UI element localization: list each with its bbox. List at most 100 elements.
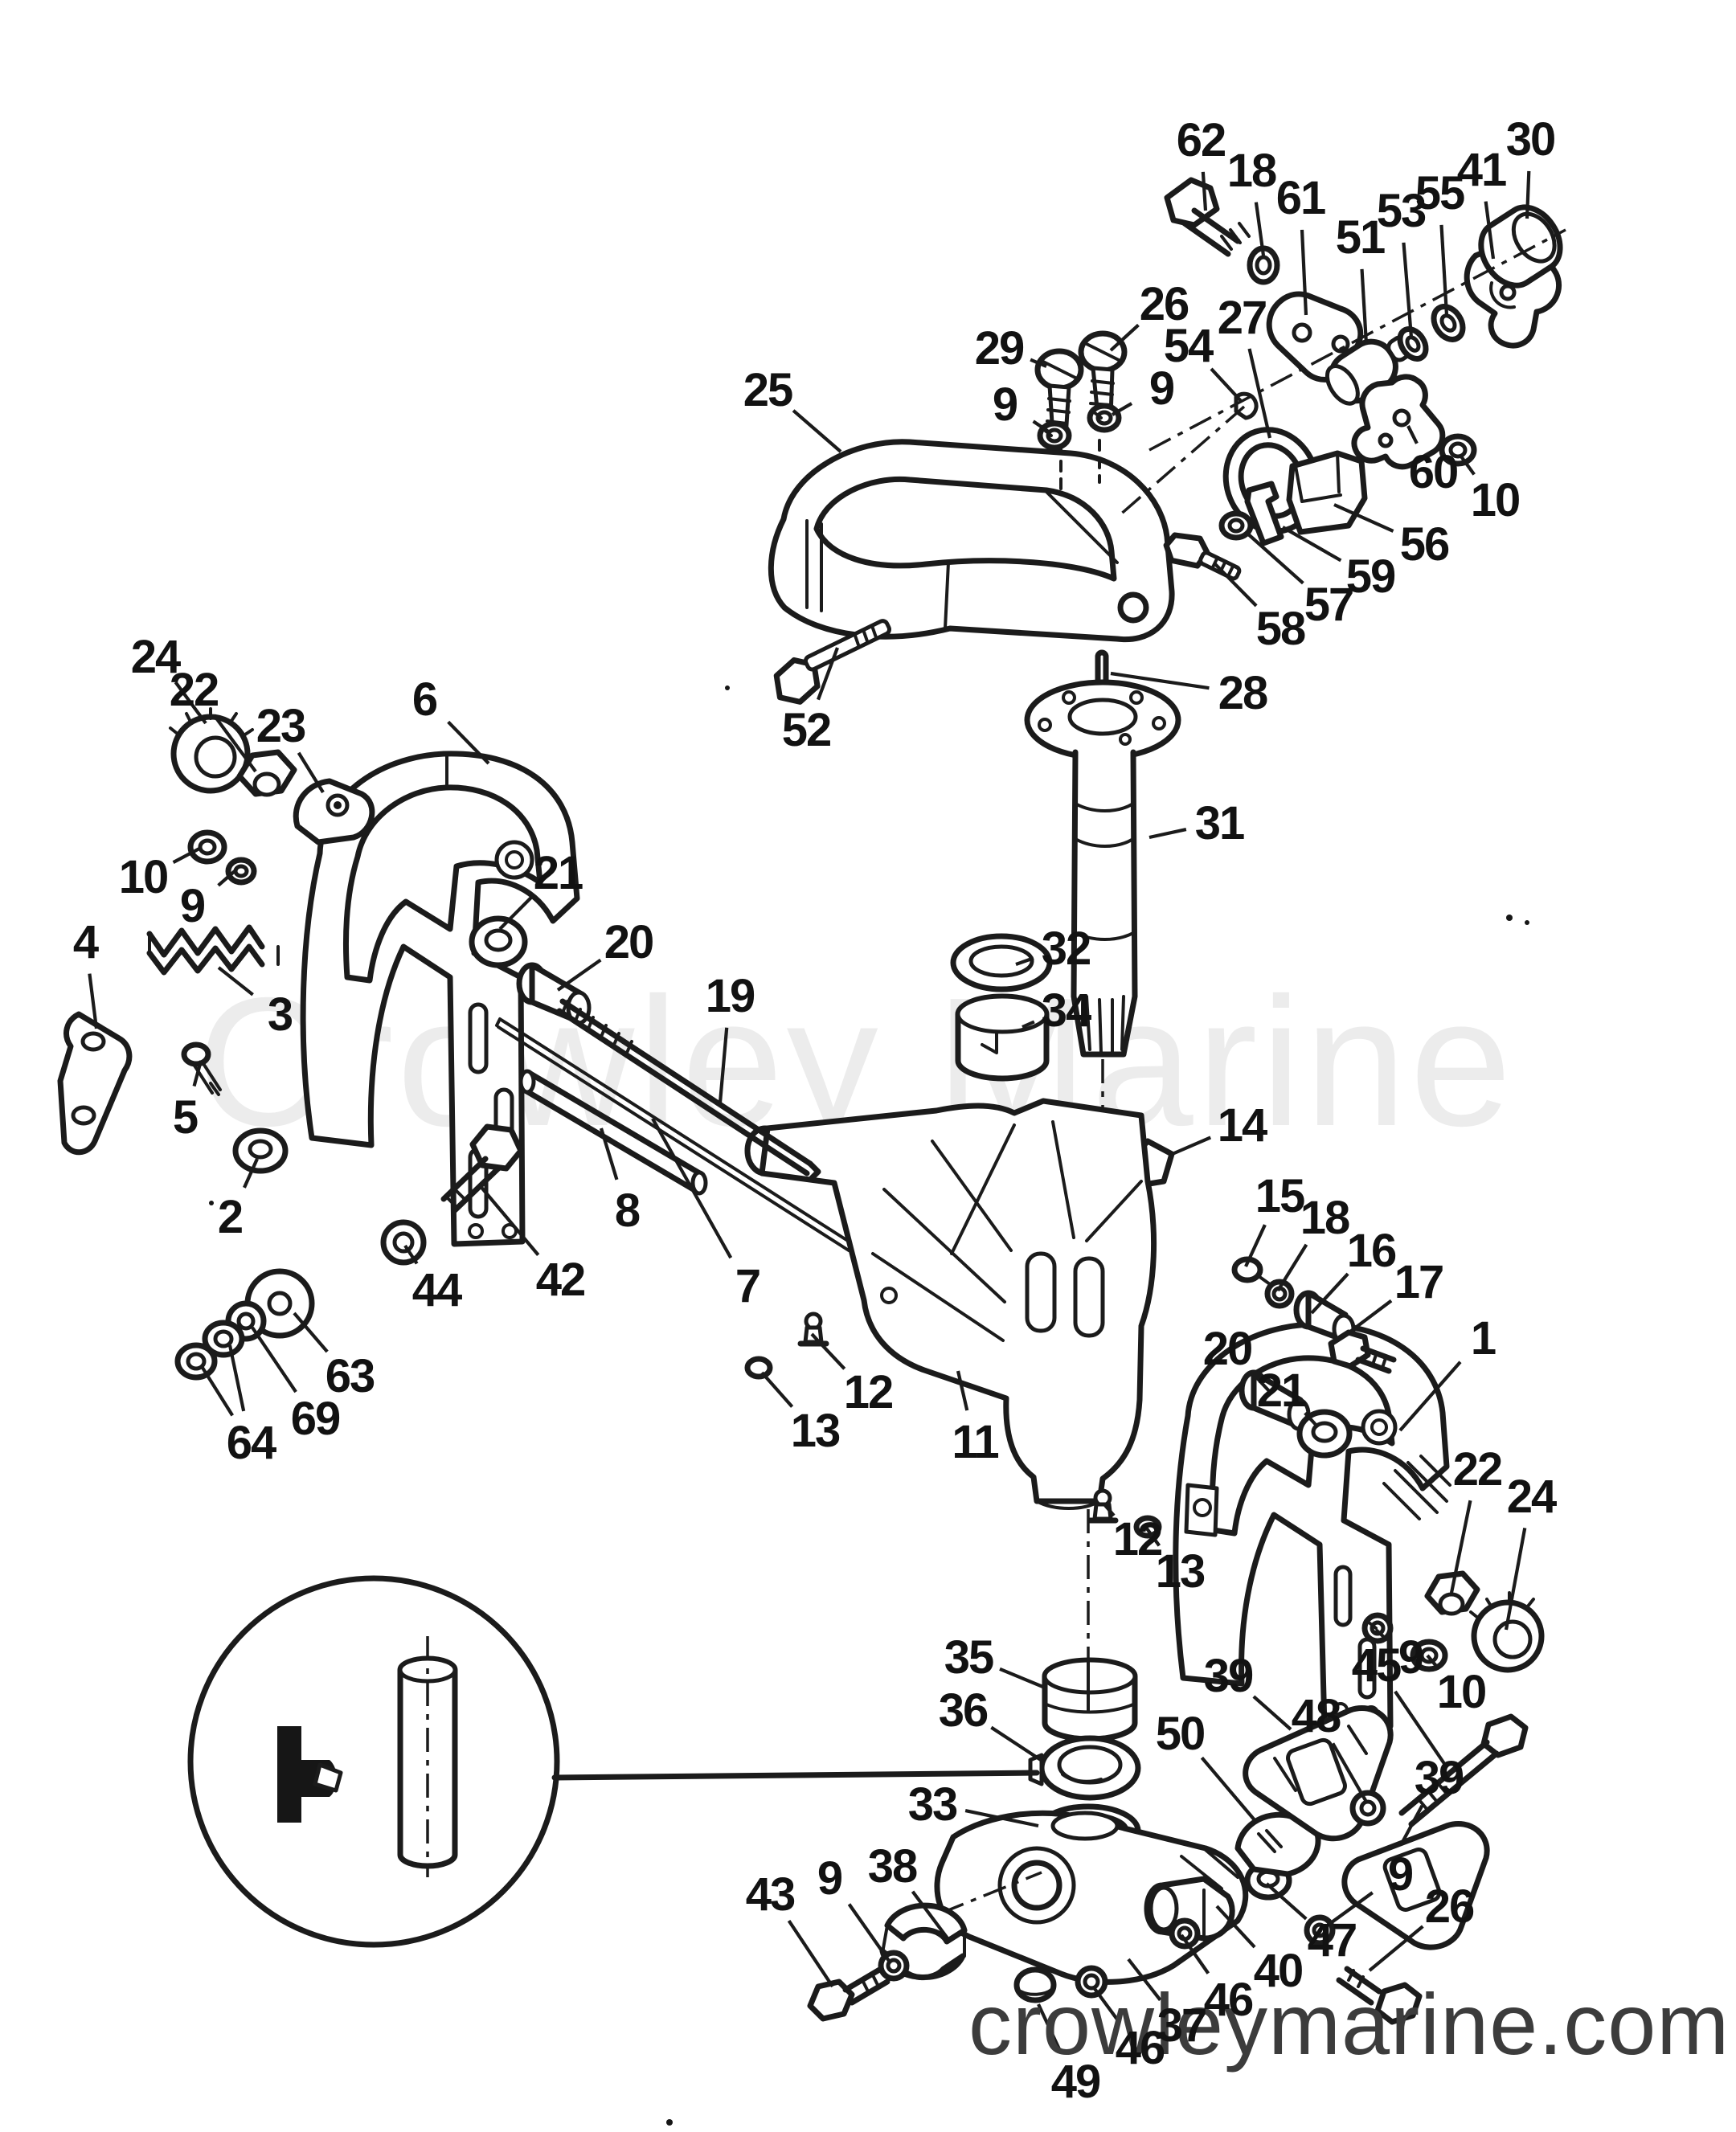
part-21-washer-left [469, 915, 528, 968]
part-46-washer-right [1169, 1917, 1201, 1950]
part-label-49: 49 [1051, 2056, 1100, 2108]
part-49-cap [1013, 1966, 1057, 2003]
leader-lines [88, 170, 1531, 2053]
leader-line-60 [1406, 425, 1419, 444]
part-label-60: 60 [1409, 446, 1458, 498]
leader-line-39 [1400, 1804, 1424, 1844]
part-label-64: 64 [227, 1417, 276, 1469]
part-label-9: 9 [993, 379, 1017, 431]
leader-line-17 [1345, 1299, 1393, 1336]
magnifier-inset [187, 1575, 1040, 1948]
part-label-38: 38 [868, 1840, 917, 1893]
leader-line-39 [1252, 1695, 1292, 1731]
part-12-grease-fitting-right [1087, 1488, 1119, 1524]
part-9-washer-left [225, 857, 257, 886]
part-label-62: 62 [1177, 114, 1226, 166]
part-37-mount-housing [934, 1810, 1249, 1985]
leader-line-32 [1015, 956, 1034, 966]
part-label-4: 4 [73, 916, 99, 968]
part-label-10: 10 [1471, 474, 1520, 526]
leader-line-41 [1484, 201, 1496, 260]
part-22-nut-right [1424, 1570, 1480, 1616]
leader-line-49 [1037, 2003, 1062, 2053]
leader-line-42 [477, 1183, 540, 1256]
part-label-31: 31 [1195, 797, 1244, 849]
part-label-20: 20 [1203, 1323, 1252, 1375]
stray-dot-5 [209, 1201, 214, 1205]
leader-line-10 [1460, 455, 1476, 476]
stray-dot-1 [1506, 915, 1513, 921]
part-label-30: 30 [1506, 113, 1555, 166]
part-label-26: 26 [1140, 278, 1189, 330]
part-10-nut-left [187, 829, 227, 865]
leader-line-55 [1439, 224, 1449, 316]
leader-line-7 [651, 1117, 733, 1259]
leader-line-35 [999, 1667, 1046, 1689]
leader-line-44 [403, 1244, 419, 1265]
part-53-washer [1397, 326, 1429, 362]
centerline-38 [898, 1871, 1042, 1932]
part-label-7: 7 [735, 1260, 760, 1312]
part-64-nuts [174, 1320, 245, 1381]
leader-line-34 [1022, 1020, 1035, 1029]
leader-line-12 [1103, 1503, 1116, 1517]
leader-line-33 [964, 1808, 1039, 1828]
leader-line-53 [1402, 242, 1414, 338]
part-label-46: 46 [1116, 2022, 1165, 2074]
part-number-labels: 6218615153554130262999542725601056595758… [73, 113, 1558, 2108]
part-label-6: 6 [412, 673, 437, 726]
part-43-bolt [807, 1966, 891, 2022]
leader-line-9 [1321, 1891, 1374, 1930]
part-label-54: 54 [1164, 320, 1214, 372]
leader-line-13 [1143, 1524, 1161, 1547]
leader-line-52 [817, 647, 839, 701]
part-label-13: 13 [791, 1405, 840, 1457]
leader-line-14 [1168, 1136, 1212, 1157]
part-label-9: 9 [1398, 1631, 1423, 1684]
part-label-26: 26 [1425, 1880, 1474, 1933]
leader-line-28 [1110, 671, 1210, 690]
part-12-grease-fitting-left [797, 1312, 829, 1347]
leader-line-5 [192, 1060, 203, 1087]
leader-line-23 [297, 751, 325, 794]
part-label-63: 63 [326, 1350, 375, 1402]
part-label-18: 18 [1300, 1192, 1349, 1244]
part-34-sleeve [955, 993, 1050, 1082]
leader-line-22 [1449, 1500, 1472, 1594]
part-59-plate [1244, 481, 1284, 546]
part-label-40: 40 [1254, 1945, 1303, 1997]
part-30-cap [1478, 204, 1563, 288]
leader-line-59 [1281, 526, 1342, 563]
part-44-washer-hole [392, 1231, 415, 1254]
part-25-top-bracket-cover [768, 439, 1175, 643]
leader-line-27 [1247, 348, 1272, 439]
leader-line-13 [760, 1371, 794, 1408]
part-label-50: 50 [1156, 1708, 1205, 1760]
stray-dot-3 [725, 685, 730, 690]
leader-line-36 [990, 1725, 1045, 1763]
part-label-21: 21 [534, 847, 583, 899]
part-31-swivel-tube [1024, 679, 1181, 1058]
part-label-28: 28 [1218, 667, 1267, 719]
part-label-56: 56 [1400, 518, 1449, 571]
leader-line-64 [201, 1366, 235, 1417]
part-label-9: 9 [1388, 1848, 1413, 1901]
part-40-mount-barrel [1144, 1876, 1235, 1942]
stray-dot-2 [1525, 920, 1529, 925]
part-label-46: 46 [1204, 1974, 1253, 2026]
part-2-washer-nut [232, 1127, 289, 1174]
part-label-29: 29 [975, 322, 1024, 374]
part-45-bolt [1398, 1713, 1529, 1827]
part-label-27: 27 [1218, 292, 1267, 344]
leader-line-16 [1310, 1272, 1349, 1315]
part-label-52: 52 [782, 704, 831, 756]
part-label-53: 53 [1377, 185, 1426, 237]
leader-line-9 [1032, 419, 1051, 434]
part-6-left-bracket [300, 751, 580, 1247]
leader-line-40 [1215, 1905, 1256, 1949]
leader-line-9 [217, 870, 236, 887]
leader-line-12 [810, 1332, 846, 1370]
part-label-32: 32 [1042, 923, 1091, 975]
leader-line-18 [1276, 1243, 1308, 1292]
part-9-lockwasher-right2 [1361, 1612, 1394, 1644]
